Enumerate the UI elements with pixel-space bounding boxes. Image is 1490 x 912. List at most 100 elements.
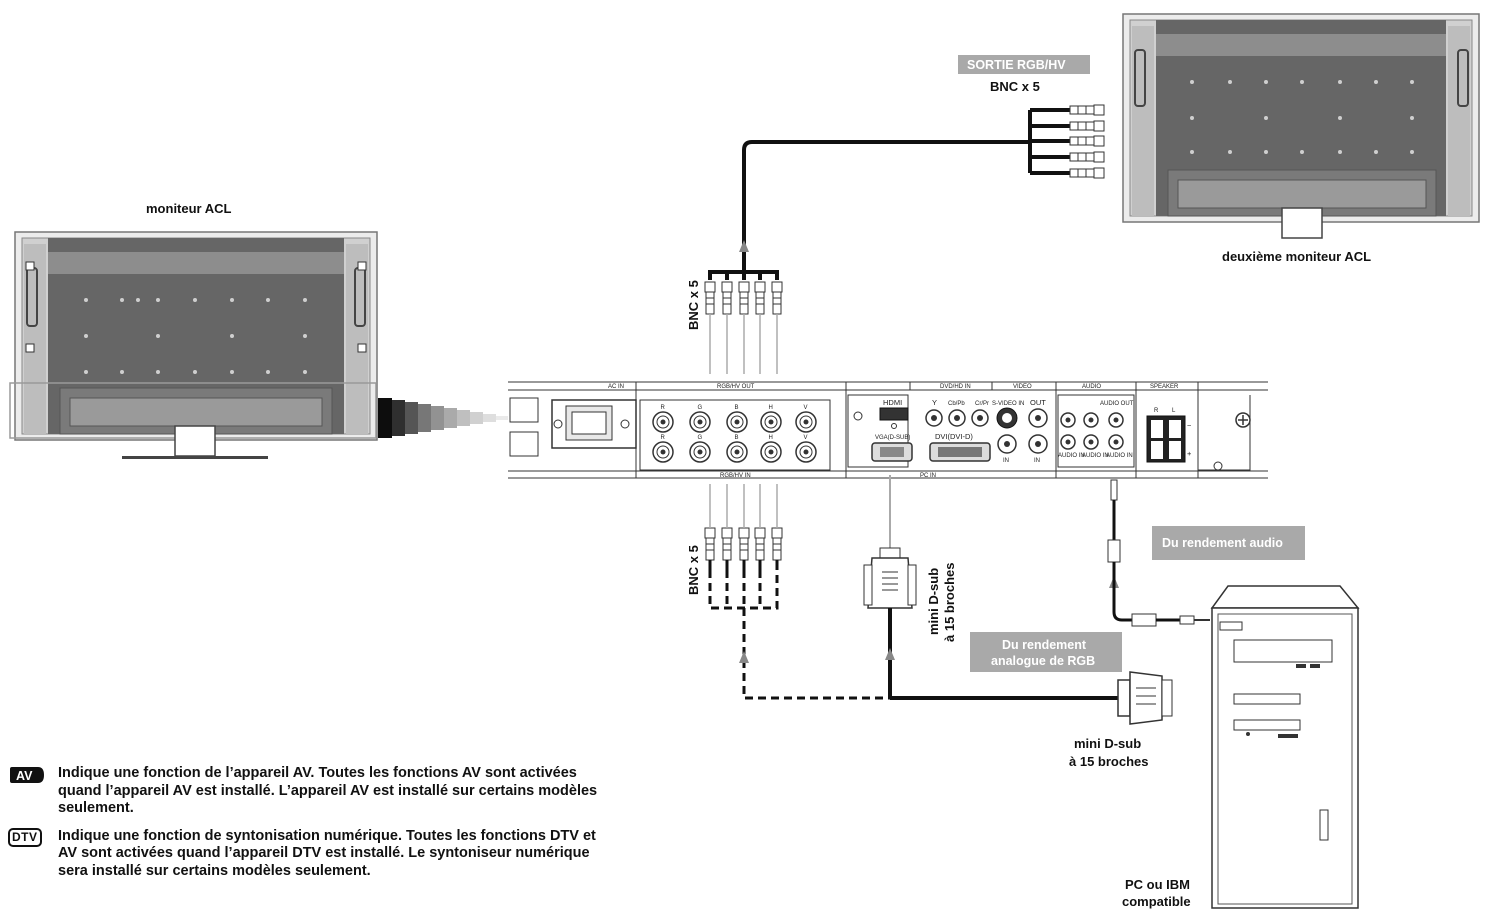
audio-in-label-1: AUDIO IN xyxy=(1058,453,1085,459)
rgb-out-jack-b-label: B xyxy=(735,405,739,411)
cb-pb-label: Cb/Pb xyxy=(948,401,965,407)
rgb-out-jack-r[interactable]: R xyxy=(652,405,674,433)
rgb-in-jack-h[interactable]: H xyxy=(760,435,782,463)
audio-in-label-3: AUDIO IN xyxy=(1106,453,1133,459)
rgb-out-jack-g[interactable]: G xyxy=(689,405,711,433)
bnc-x5-lower-label: BNC x 5 xyxy=(686,545,701,595)
rgb-out-jack-g-label: G xyxy=(698,405,703,411)
rgbhv-out-label: RGB/HV OUT xyxy=(717,384,755,390)
bnc-plug-bottom-0 xyxy=(704,484,716,570)
rgb-out-jack-h[interactable]: H xyxy=(760,405,782,433)
pc-tower xyxy=(1210,585,1360,909)
bnc-plug-right-2 xyxy=(1069,135,1105,147)
mini-dsub-vert-label-1: mini D-sub xyxy=(926,568,941,635)
av-note: AV Indique une fonction de l’appareil AV… xyxy=(8,765,608,818)
hdmi-port[interactable] xyxy=(879,407,909,421)
bnc-plug-top-2 xyxy=(738,281,750,374)
bnc-plug-top-3 xyxy=(754,281,766,374)
bnc-plug-top-1 xyxy=(721,281,733,374)
rgb-out-jack-h-label: H xyxy=(769,405,773,411)
rgb-in-jack-v[interactable]: V xyxy=(795,435,817,463)
bnc-plug-bottom-2 xyxy=(738,484,750,570)
bnc-plug-right-3 xyxy=(1069,151,1105,163)
vga-cable xyxy=(863,475,1173,725)
dvi-label: DVI(DVI-D) xyxy=(935,432,973,441)
rgb-hv-output-badge xyxy=(958,55,1090,74)
rgb-out-jack-b[interactable]: B xyxy=(726,405,748,433)
rgb-out-jack-r-label: R xyxy=(661,405,666,411)
lcd-monitor-label: moniteur ACL xyxy=(146,201,232,216)
vga-label: VGA(D-SUB) xyxy=(875,435,910,441)
speaker-minus: − xyxy=(1187,421,1192,430)
rgb-out-jack-v[interactable]: V xyxy=(795,405,817,433)
lcd-monitor xyxy=(9,231,378,459)
second-lcd-monitor xyxy=(1122,13,1480,239)
mini-dsub-label-1: mini D-sub xyxy=(1074,736,1141,751)
bnc-plug-bottom-4 xyxy=(771,484,783,570)
bnc-plug-bottom-1 xyxy=(721,484,733,570)
video-in-label-2: IN xyxy=(1034,458,1040,464)
dtv-note-text: Indique une fonction de syntonisation nu… xyxy=(58,827,596,879)
av-note-text: Indique une fonction de l’appareil AV. T… xyxy=(58,765,598,816)
audio-output-label: Du rendement audio xyxy=(1162,536,1283,550)
bnc-plug-top-0 xyxy=(704,281,716,374)
bnc-plug-right-0 xyxy=(1069,104,1105,116)
second-monitor-label: deuxième moniteur ACL xyxy=(1222,249,1371,264)
pc-label-2: compatible xyxy=(1122,894,1191,909)
rgb-in-jack-r-label: R xyxy=(661,435,666,441)
rgb-in-jack-r[interactable]: R xyxy=(652,435,674,463)
svg-text:AV: AV xyxy=(16,769,33,783)
pc-in-label: PC IN xyxy=(920,473,936,479)
audio-label: AUDIO xyxy=(1082,384,1101,390)
rgb-in-jack-b[interactable]: B xyxy=(726,435,748,463)
rgb-in-jack-g-label: G xyxy=(698,435,703,441)
bnc-input-cables xyxy=(704,484,890,700)
bnc-x5-top-label: BNC x 5 xyxy=(990,79,1040,94)
audio-out-label: AUDIO OUT xyxy=(1100,401,1134,407)
y-label: Y xyxy=(932,398,937,407)
video-in-label-1: IN xyxy=(1003,458,1009,464)
rgb-analog-badge xyxy=(970,632,1122,672)
audio-output-badge xyxy=(1152,526,1305,560)
bnc-plug-right-1 xyxy=(1069,120,1105,132)
hdmi-label: HDMI xyxy=(883,398,902,407)
rgb-analog-label-1: Du rendement xyxy=(1002,638,1087,652)
dvd-hd-in-label: DVD/HD IN xyxy=(940,384,971,390)
rgb-in-jack-g[interactable]: G xyxy=(689,435,711,463)
pc-label-1: PC ou IBM xyxy=(1125,877,1190,892)
speaker-label: SPEAKER xyxy=(1150,384,1179,390)
bnc-output-cables xyxy=(704,104,1105,374)
bnc-plug-right-4 xyxy=(1069,167,1105,179)
footnotes: AV Indique une fonction de l’appareil AV… xyxy=(8,765,608,890)
rgb-in-jack-h-label: H xyxy=(769,435,773,441)
audio-in-label-2: AUDIO IN xyxy=(1082,453,1109,459)
video-label: VIDEO xyxy=(1013,384,1032,390)
zoom-funnel xyxy=(378,398,508,438)
bnc-plug-top-4 xyxy=(771,281,783,374)
bnc-x5-vertical-label: BNC x 5 xyxy=(686,280,701,330)
connector-panel: AC IN RGB/HV OUT DVD/HD IN VIDEO AUDIO S… xyxy=(508,381,1268,479)
svideo-in-label: S-VIDEO IN xyxy=(992,401,1024,407)
speaker-l-label: L xyxy=(1172,408,1176,414)
rgb-analog-label-2: analogue de RGB xyxy=(991,654,1095,668)
mini-dsub-vert-label-2: à 15 broches xyxy=(942,563,957,643)
speaker-r-label: R xyxy=(1154,408,1159,414)
speaker-plus: + xyxy=(1187,449,1192,458)
cr-pr-label: Cr/Pr xyxy=(975,401,989,407)
rgb-hv-output-label: SORTIE RGB/HV xyxy=(967,58,1066,72)
rgb-in-jack-v-label: V xyxy=(804,435,808,441)
dtv-note: DTV Indique une fonction de syntonisatio… xyxy=(8,827,608,881)
dtv-icon: DTV xyxy=(8,827,42,847)
ac-in-label: AC IN xyxy=(608,384,624,390)
rgb-out-jack-v-label: V xyxy=(804,405,808,411)
rgbhv-in-label: RGB/HV IN xyxy=(720,473,751,479)
audio-cable xyxy=(1107,479,1210,627)
rgb-in-jack-b-label: B xyxy=(735,435,739,441)
video-out-label: OUT xyxy=(1030,398,1046,407)
bnc-plug-bottom-3 xyxy=(754,484,766,570)
av-icon: AV xyxy=(8,765,46,791)
mini-dsub-label-2: à 15 broches xyxy=(1069,754,1149,769)
